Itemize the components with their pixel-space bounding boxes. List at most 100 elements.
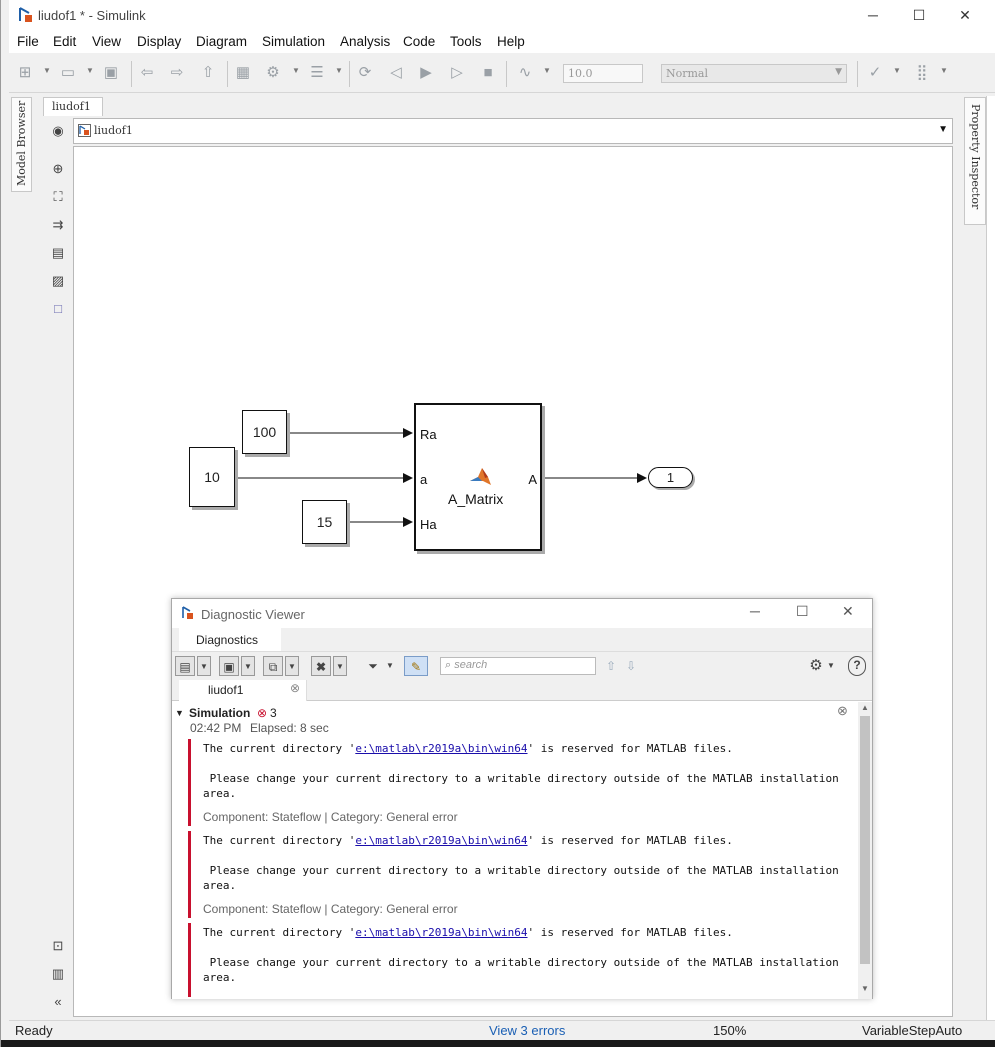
model-editor-tab[interactable]: liudof1 xyxy=(43,97,103,116)
simulation-mode-select[interactable]: Normal ▼ xyxy=(661,64,847,83)
chevron-down-icon[interactable]: ▼ xyxy=(938,124,948,135)
arrow-connector-icon[interactable]: ⇉ xyxy=(52,217,64,232)
breadcrumb-model[interactable]: liudof1 xyxy=(94,124,133,137)
menu-simulation[interactable]: Simulation xyxy=(262,34,326,49)
chevron-down-icon[interactable]: ▼ xyxy=(893,66,901,75)
error-message[interactable]: The current directory 'e:\matlab\r2019a\… xyxy=(188,739,856,826)
camera-icon[interactable]: ⊡ xyxy=(52,938,64,953)
menu-diagram[interactable]: Diagram xyxy=(196,34,248,49)
scroll-up-icon[interactable]: ▲ xyxy=(861,703,869,712)
outport-block[interactable]: 1 xyxy=(648,467,693,488)
constant-block-100[interactable]: 100 xyxy=(242,410,287,454)
menu-help[interactable]: Help xyxy=(497,34,525,49)
chevron-down-icon[interactable]: ▼ xyxy=(333,656,347,676)
up-arrow-icon[interactable]: ⇧ xyxy=(201,64,215,81)
chevron-down-icon[interactable]: ▼ xyxy=(241,656,255,676)
collapse-icon[interactable]: « xyxy=(54,994,62,1009)
constant-block-15[interactable]: 15 xyxy=(302,500,347,544)
constant-block-10[interactable]: 10 xyxy=(189,447,235,507)
model-explorer-icon[interactable]: ☰ xyxy=(310,64,324,81)
maximize-button[interactable]: ☐ xyxy=(896,4,942,26)
error-message[interactable]: The current directory 'e:\matlab\r2019a\… xyxy=(188,923,856,997)
section-elapsed: Elapsed: 8 sec xyxy=(250,721,329,735)
chevron-down-icon[interactable]: ▼ xyxy=(335,66,343,75)
arrow-up-icon[interactable]: ⇧ xyxy=(605,659,617,673)
save-icon[interactable]: ▣ xyxy=(219,656,239,676)
run-icon[interactable]: ▶ xyxy=(420,64,432,81)
section-simulation[interactable]: Simulation xyxy=(189,706,251,720)
forward-arrow-icon[interactable]: ⇨ xyxy=(170,64,184,81)
chevron-down-icon[interactable]: ▼ xyxy=(197,656,211,676)
save-icon[interactable]: ▣ xyxy=(103,64,119,81)
annotation-icon[interactable]: ▤ xyxy=(51,245,65,260)
chevron-down-icon[interactable]: ▼ xyxy=(43,66,51,75)
error-message[interactable]: The current directory 'e:\matlab\r2019a\… xyxy=(188,831,856,918)
close-tab-icon[interactable]: ⊗ xyxy=(290,681,301,695)
chevron-down-icon[interactable]: ▼ xyxy=(543,66,551,75)
minimize-button[interactable]: ─ xyxy=(850,4,896,26)
directory-link[interactable]: e:\matlab\r2019a\bin\win64 xyxy=(355,742,528,755)
diagnostic-scrollbar[interactable]: ▲ ▼ xyxy=(858,702,872,999)
directory-link[interactable]: e:\matlab\r2019a\bin\win64 xyxy=(355,834,528,847)
fit-to-view-icon[interactable]: ⛶ xyxy=(53,189,63,204)
chevron-down-icon[interactable]: ▼ xyxy=(827,661,835,670)
filter-icon[interactable]: ⏷ xyxy=(368,659,378,673)
update-model-icon[interactable]: ⟳ xyxy=(358,64,372,81)
arrow-down-icon[interactable]: ⇩ xyxy=(625,659,637,673)
chevron-down-icon[interactable]: ▼ xyxy=(292,66,300,75)
dismiss-icon[interactable]: ⊗ xyxy=(837,703,848,718)
open-folder-icon[interactable]: ▭ xyxy=(60,64,76,81)
tab-liudof1[interactable]: liudof1 ⊗ xyxy=(179,680,307,701)
menu-display[interactable]: Display xyxy=(137,34,182,49)
view-errors-link[interactable]: View 3 errors xyxy=(489,1023,566,1038)
scroll-down-icon[interactable]: ▼ xyxy=(861,984,869,993)
stop-icon[interactable]: ■ xyxy=(483,64,493,81)
highlight-icon[interactable]: ✎ xyxy=(404,656,428,676)
close-icon[interactable]: ✕ xyxy=(842,603,854,619)
view-options-icon[interactable]: ▤ xyxy=(175,656,195,676)
library-browser-icon[interactable]: ▦ xyxy=(235,64,251,81)
solver-name[interactable]: VariableStepAuto xyxy=(862,1023,963,1038)
hide-browser-icon[interactable]: ◉ xyxy=(52,123,64,138)
stop-time-field[interactable]: 10.0 xyxy=(563,64,643,83)
scope-icon[interactable]: ∿ xyxy=(518,64,532,81)
clear-icon[interactable]: ✖ xyxy=(311,656,331,676)
image-icon[interactable]: ▨ xyxy=(51,273,65,288)
minimize-icon[interactable]: ─ xyxy=(750,603,760,619)
tab-diagnostics[interactable]: Diagnostics xyxy=(179,628,281,651)
diagnostic-search-input[interactable]: ⌕ search xyxy=(440,657,596,675)
menu-edit[interactable]: Edit xyxy=(53,34,77,49)
menu-tools[interactable]: Tools xyxy=(450,34,482,49)
directory-link[interactable]: e:\matlab\r2019a\bin\win64 xyxy=(355,926,528,939)
maximize-icon[interactable]: ☐ xyxy=(796,603,809,619)
gear-icon[interactable]: ⚙ xyxy=(809,657,823,674)
close-button[interactable]: ✕ xyxy=(942,4,988,26)
property-inspector-tab[interactable]: Property Inspector xyxy=(964,97,986,225)
step-forward-icon[interactable]: ▷ xyxy=(451,64,463,81)
help-icon[interactable]: ? xyxy=(848,656,866,676)
matlab-function-block[interactable]: Ra a Ha A A_Matrix xyxy=(414,403,542,551)
model-data-icon[interactable]: ▥ xyxy=(51,966,65,981)
copy-icon[interactable]: ⧉ xyxy=(263,656,283,676)
collapse-triangle-icon[interactable]: ▼ xyxy=(175,708,184,718)
chevron-down-icon[interactable]: ▼ xyxy=(386,661,394,670)
chevron-down-icon[interactable]: ▼ xyxy=(86,66,94,75)
chevron-down-icon[interactable]: ▼ xyxy=(940,66,948,75)
model-browser-tab[interactable]: Model Browser xyxy=(11,97,32,192)
menu-file[interactable]: File xyxy=(17,34,39,49)
chevron-down-icon[interactable]: ▼ xyxy=(285,656,299,676)
step-back-icon[interactable]: ◁ xyxy=(390,64,402,81)
gear-icon[interactable]: ⚙ xyxy=(266,64,280,81)
model-advisor-icon[interactable]: ✓ xyxy=(868,64,882,81)
scrollbar-thumb[interactable] xyxy=(860,716,870,964)
area-icon[interactable]: □ xyxy=(54,301,62,316)
back-arrow-icon[interactable]: ⇦ xyxy=(140,64,154,81)
address-bar[interactable]: liudof1 ▼ xyxy=(73,118,953,144)
tab-liudof1-label: liudof1 xyxy=(208,683,244,697)
menu-code[interactable]: Code xyxy=(403,34,436,49)
menu-view[interactable]: View xyxy=(92,34,122,49)
menu-analysis[interactable]: Analysis xyxy=(340,34,391,49)
hardware-icon[interactable]: ⣿ xyxy=(916,64,928,81)
zoom-icon[interactable]: ⊕ xyxy=(52,161,64,176)
new-model-icon[interactable]: ⊞ xyxy=(18,64,32,81)
